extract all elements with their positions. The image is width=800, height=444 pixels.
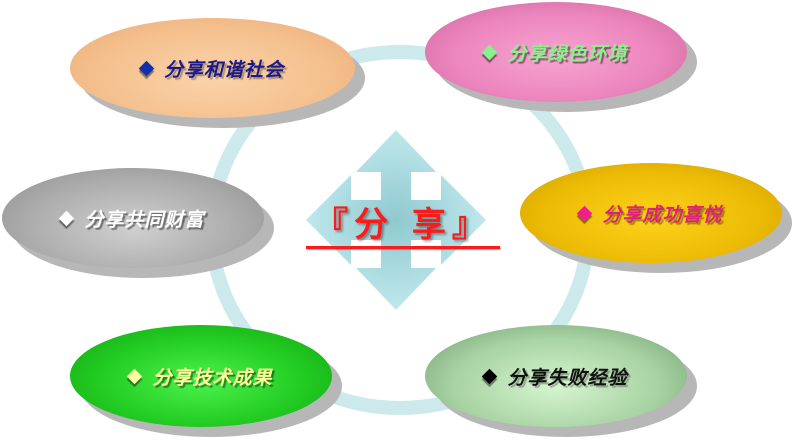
diamond-bullet-icon xyxy=(482,368,498,384)
diamond-bullet-icon xyxy=(577,205,593,221)
diamond-bullet-icon xyxy=(482,44,498,60)
node-tech-achievements[interactable]: 分享技术成果 xyxy=(70,325,342,437)
title-underline xyxy=(306,246,500,249)
node-label: 分享和谐社会 xyxy=(163,58,284,81)
four-way-arrow-icon xyxy=(306,130,486,310)
node-label: 分享成功喜悦 xyxy=(602,203,723,226)
diamond-bullet-icon xyxy=(59,210,75,226)
node-label: 分享失败经验 xyxy=(507,366,628,389)
node-label: 分享技术成果 xyxy=(152,366,273,389)
node-failure-experience[interactable]: 分享失败经验 xyxy=(425,325,697,437)
node-green-environment[interactable]: 分享绿色环境 xyxy=(425,2,697,112)
center-title: 『分 享』 xyxy=(314,205,492,245)
diamond-bullet-icon xyxy=(127,368,143,384)
node-harmonious-society[interactable]: 分享和谐社会 xyxy=(70,18,365,128)
diamond-bullet-icon xyxy=(138,60,155,76)
node-success-joy[interactable]: 分享成功喜悦 xyxy=(520,163,792,273)
node-common-wealth[interactable]: 分享共同财富 xyxy=(2,168,274,278)
node-label: 分享绿色环境 xyxy=(507,42,628,65)
node-label: 分享共同财富 xyxy=(84,208,205,231)
